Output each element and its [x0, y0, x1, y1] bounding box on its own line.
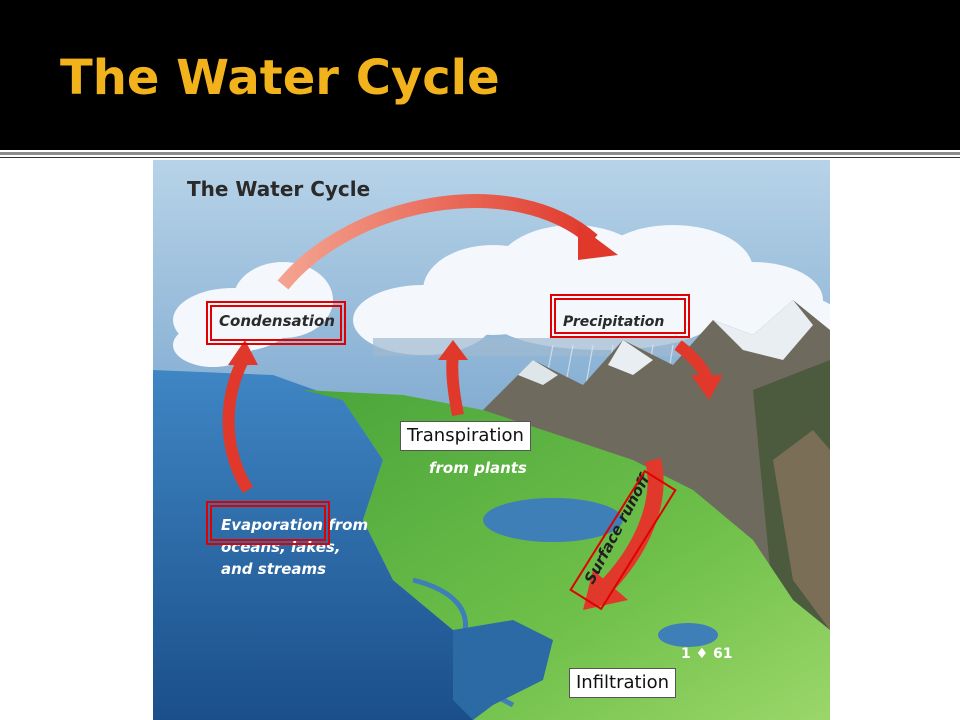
cycle-arrow-top-head	[578, 225, 618, 260]
highlight-boxes	[206, 294, 690, 611]
label-evaporation-3: and streams	[221, 560, 326, 578]
highlight-condensation	[206, 301, 346, 345]
lake	[483, 498, 623, 542]
label-page-ref: 1 ♦ 61	[681, 646, 733, 662]
highlight-evaporation	[206, 501, 330, 545]
highlight-evaporation-inner	[210, 505, 326, 541]
transpiration-arrow-head	[438, 340, 468, 360]
precipitation-arrow-head	[691, 375, 723, 400]
highlight-surface-runoff	[569, 469, 677, 611]
diagram-title: The Water Cycle	[187, 177, 370, 201]
highlight-precipitation-inner	[554, 298, 686, 334]
small-lake	[658, 623, 718, 647]
surface-runoff-arrow	[597, 458, 664, 596]
cycle-arrow-top	[277, 194, 598, 290]
transpiration-arrow	[446, 354, 464, 417]
slide-title: The Water Cycle	[60, 50, 500, 106]
label-from-plants: from plants	[429, 459, 527, 477]
slide-header	[0, 0, 960, 150]
label-precipitation: Precipitation	[563, 314, 664, 330]
header-divider	[0, 152, 960, 155]
header-divider-thin	[0, 157, 960, 158]
callout-transpiration: Transpiration	[400, 421, 531, 451]
label-evaporation-1: Evaporation from	[221, 516, 368, 534]
bay	[453, 620, 553, 720]
clouds	[173, 225, 830, 367]
label-evaporation-2: oceans, lakes,	[221, 538, 341, 556]
evaporation-arrow	[222, 357, 254, 494]
callout-infiltration: Infiltration	[569, 668, 677, 698]
evaporation-arrow-head	[228, 340, 258, 365]
surface-runoff-arrow-head	[583, 570, 628, 610]
label-condensation: Condensation	[219, 312, 335, 330]
mountains	[473, 300, 830, 680]
highlight-precipitation	[550, 294, 690, 338]
highlight-condensation-inner	[210, 305, 342, 341]
